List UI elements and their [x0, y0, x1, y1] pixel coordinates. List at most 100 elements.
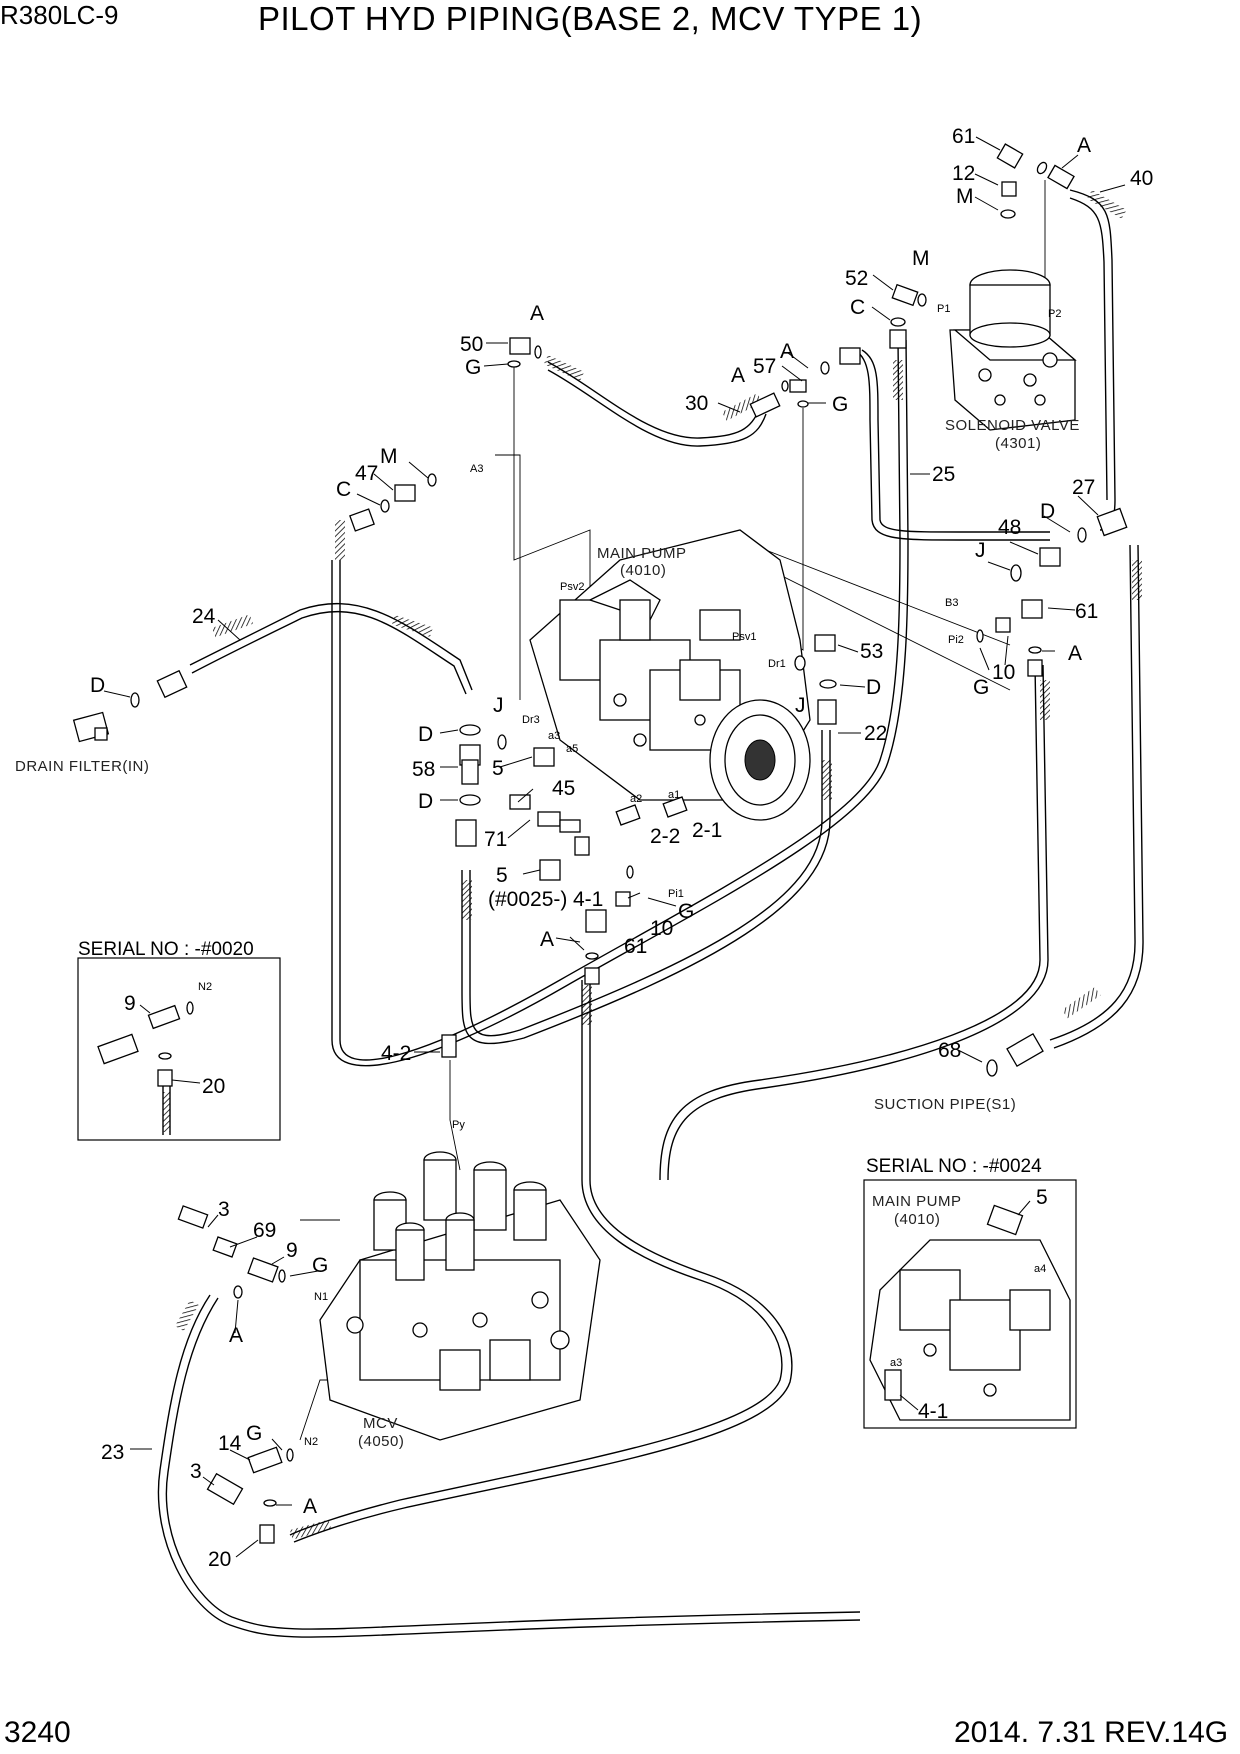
callout-53: 53	[860, 640, 883, 663]
callout-D: D	[418, 790, 433, 813]
callout-47: 47	[355, 462, 378, 485]
callout-61: 61	[624, 935, 647, 958]
callout-23: 23	[101, 1441, 124, 1464]
callout-2-1: 2-1	[692, 819, 722, 842]
port-a3: a3	[890, 1357, 902, 1369]
port-a5: a5	[566, 743, 578, 755]
callout-30: 30	[685, 392, 708, 415]
callout-24: 24	[192, 605, 216, 628]
inset-serial-0020	[77, 957, 281, 1141]
callout-40: 40	[1130, 167, 1153, 190]
callout-4-1: 4-1	[918, 1400, 948, 1423]
serial-note-0025: (#0025-)	[488, 888, 567, 911]
callout-G: G	[312, 1254, 328, 1277]
hose-lines	[157, 189, 1144, 1638]
callout-22: 22	[864, 722, 887, 745]
callout-68: 68	[938, 1039, 961, 1062]
callout-58: 58	[412, 758, 435, 781]
callout-12: 12	[952, 162, 975, 185]
callout-D: D	[418, 723, 433, 746]
callout-J: J	[795, 694, 806, 717]
callout-C: C	[850, 296, 865, 319]
callout-14: 14	[218, 1432, 242, 1455]
inset-main-pump-code: (4010)	[894, 1211, 940, 1228]
callout-5: 5	[496, 864, 508, 887]
callout-J: J	[975, 539, 986, 562]
callout-25: 25	[932, 463, 955, 486]
page-title: PILOT HYD PIPING(BASE 2, MCV TYPE 1)	[258, 0, 923, 37]
port-P1: P1	[937, 303, 950, 315]
callout-M: M	[956, 185, 974, 208]
callout-48: 48	[998, 516, 1021, 539]
inset-main-pump-label: MAIN PUMP	[872, 1193, 962, 1210]
port-Psv2: Psv2	[560, 581, 584, 593]
callout-10: 10	[650, 917, 673, 940]
inset-serial-0024	[863, 1179, 1077, 1429]
callout-A: A	[303, 1495, 317, 1518]
port-Pi2: Pi2	[948, 634, 964, 646]
callout-5: 5	[1036, 1186, 1048, 1209]
callout-45: 45	[552, 777, 575, 800]
solenoid-valve-code: (4301)	[995, 435, 1041, 452]
callout-61: 61	[952, 125, 975, 148]
model-number: R380LC-9	[0, 0, 119, 30]
callout-A: A	[540, 928, 554, 951]
callout-D: D	[1040, 500, 1055, 523]
suction-pipe-label: SUCTION PIPE(S1)	[874, 1096, 1016, 1113]
callout-G: G	[465, 356, 481, 379]
main-pump-code: (4010)	[620, 562, 666, 579]
port-Py: Py	[452, 1119, 465, 1131]
callout-52: 52	[845, 267, 868, 290]
solenoid-valve	[949, 269, 1077, 431]
callout-3: 3	[190, 1460, 202, 1483]
drain-filter-label: DRAIN FILTER(IN)	[15, 758, 149, 775]
callout-3: 3	[218, 1198, 230, 1221]
mcv-label: MCV	[363, 1415, 398, 1432]
main-pump	[529, 529, 811, 821]
callout-61: 61	[1075, 600, 1098, 623]
port-a3: a3	[548, 730, 560, 742]
port-B3: B3	[945, 597, 958, 609]
callout-J: J	[493, 694, 504, 717]
callout-9: 9	[124, 992, 136, 1015]
port-N2: N2	[304, 1436, 318, 1448]
callout-27: 27	[1072, 476, 1095, 499]
port-N1: N1	[314, 1291, 328, 1303]
port-a1: a1	[668, 789, 680, 801]
serial-label-0024: SERIAL NO : -#0024	[866, 1156, 1042, 1177]
callout-G: G	[246, 1422, 262, 1445]
callout-4-1: 4-1	[573, 888, 603, 911]
fittings	[72, 143, 1128, 1544]
callout-9: 9	[286, 1239, 298, 1262]
callout-labels: 61 12 M A 40 M 52 C P1 P2 A 50 G A 57 A …	[15, 125, 1153, 1571]
port-Psv1: Psv1	[732, 631, 756, 643]
callout-G: G	[678, 900, 694, 923]
callout-D: D	[866, 676, 881, 699]
callout-C: C	[336, 478, 351, 501]
callout-G: G	[832, 393, 848, 416]
leader-lines	[103, 136, 1126, 1558]
callout-10: 10	[992, 661, 1015, 684]
callout-20: 20	[202, 1075, 225, 1098]
callout-M: M	[912, 247, 930, 270]
mcv	[319, 1151, 601, 1441]
page-number: 3240	[4, 1716, 71, 1749]
serial-label-0020: SERIAL NO : -#0020	[78, 939, 254, 960]
port-Pi1: Pi1	[668, 888, 684, 900]
callout-A: A	[1077, 134, 1091, 157]
port-Dr3: Dr3	[522, 714, 540, 726]
callout-A: A	[780, 340, 794, 363]
port-P2: P2	[1048, 308, 1061, 320]
port-N2: N2	[198, 981, 212, 993]
callout-A: A	[1068, 642, 1082, 665]
port-Dr1: Dr1	[768, 658, 786, 670]
callout-69: 69	[253, 1219, 276, 1242]
callout-57: 57	[753, 355, 776, 378]
revision-date: 2014. 7.31 REV.14G	[954, 1716, 1229, 1749]
port-a2: a2	[630, 793, 642, 805]
callout-A: A	[530, 302, 544, 325]
callout-D: D	[90, 674, 105, 697]
callout-4-2: 4-2	[381, 1042, 411, 1065]
port-a4: a4	[1034, 1263, 1046, 1275]
